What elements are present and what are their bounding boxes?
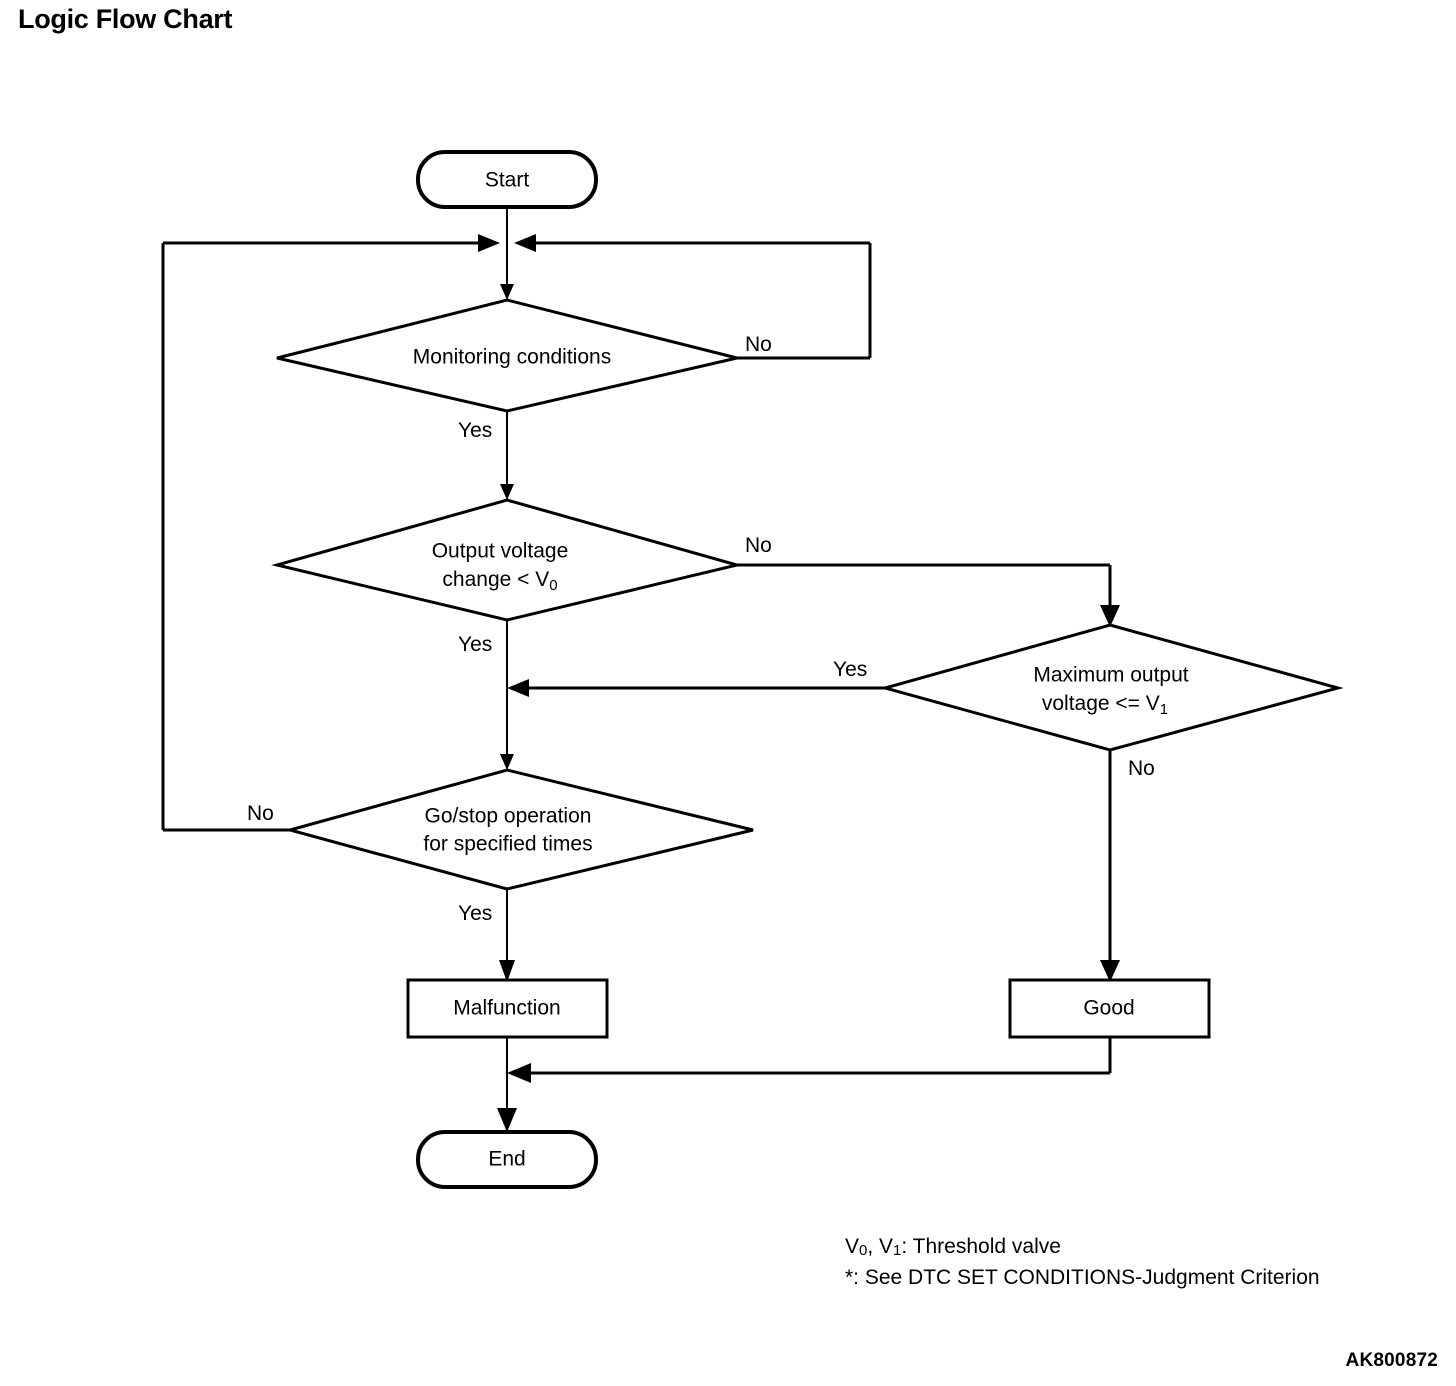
monitoring-label: Monitoring conditions <box>413 346 611 369</box>
branch-label-outvolt-yes: Yes <box>458 633 492 656</box>
branch-label-maxvolt-no: No <box>1128 757 1155 780</box>
malfunction-shape <box>406 978 609 1039</box>
footnotes: V0, V1: Threshold valve *: See DTC SET C… <box>845 1233 1320 1291</box>
branch-label-monitoring-yes: Yes <box>458 419 492 442</box>
monitoring-shape <box>276 298 738 413</box>
maxvolt-shape <box>879 623 1344 752</box>
footnote-v0-sub: 0 <box>859 1242 868 1259</box>
gostop-label-line1: Go/stop operation <box>425 805 592 828</box>
good-label: Good <box>1083 997 1134 1020</box>
end-shape <box>416 1130 598 1189</box>
arrowhead-into-monitoring <box>500 284 514 300</box>
footnote-v-prefix: V <box>845 1235 860 1258</box>
branch-label-layer: No Yes No Yes Yes No No Yes <box>247 333 1155 925</box>
maxvolt-label-line2: voltage <= V1 <box>1042 692 1168 718</box>
footnote-v-suffix: : Threshold valve <box>901 1235 1061 1258</box>
node-maximum-output-voltage[interactable]: Maximum output voltage <= V1 <box>879 623 1344 752</box>
footnote-dtc-reference: *: See DTC SET CONDITIONS-Judgment Crite… <box>845 1266 1320 1289</box>
node-go-stop-operation[interactable]: Go/stop operation for specified times <box>284 768 754 891</box>
arrowhead-right-loop-join <box>514 234 536 252</box>
good-shape <box>1008 978 1211 1039</box>
node-monitoring-conditions[interactable]: Monitoring conditions <box>276 298 738 413</box>
outvolt-label-line2: change < V0 <box>442 568 557 594</box>
arrowhead-into-maxvolt <box>1100 605 1120 627</box>
node-start[interactable]: Start <box>416 150 598 209</box>
branch-label-monitoring-no: No <box>745 333 772 356</box>
footnote-threshold-valve: V0, V1: Threshold valve <box>845 1233 1320 1264</box>
node-end[interactable]: End <box>416 1130 598 1189</box>
branch-label-gostop-no: No <box>247 802 274 825</box>
arrowhead-into-good <box>1100 960 1120 982</box>
start-shape <box>416 150 598 209</box>
arrowhead-maxvolt-yes-join <box>507 679 529 697</box>
malfunction-label: Malfunction <box>453 997 560 1020</box>
gostop-label-line2: for specified times <box>423 833 592 856</box>
arrowhead-left-loop-join <box>478 234 500 252</box>
outvolt-shape <box>271 498 743 622</box>
start-label: Start <box>485 169 530 192</box>
end-label: End <box>488 1148 525 1171</box>
arrowhead-into-gostop <box>500 754 514 770</box>
footnote-v1-sub: 1 <box>893 1242 902 1259</box>
outvolt-label-line1: Output voltage <box>432 540 569 563</box>
gostop-shape <box>284 768 754 891</box>
page-title: Logic Flow Chart <box>18 4 233 34</box>
node-good[interactable]: Good <box>1008 978 1211 1039</box>
node-output-voltage-change[interactable]: Output voltage change < V0 <box>271 498 743 622</box>
branch-label-maxvolt-yes: Yes <box>833 658 867 681</box>
node-malfunction[interactable]: Malfunction <box>406 978 609 1039</box>
reference-code: AK800872 <box>1345 1350 1438 1371</box>
arrowhead-into-outvolt <box>500 484 514 500</box>
arrowhead-good-join <box>507 1063 531 1083</box>
branch-label-gostop-yes: Yes <box>458 902 492 925</box>
arrowhead-into-end <box>497 1108 517 1132</box>
branch-label-outvolt-no: No <box>745 534 772 557</box>
connector-layer <box>161 207 1120 1132</box>
maxvolt-label-line1: Maximum output <box>1033 664 1188 687</box>
arrowhead-into-malfunction <box>499 960 515 982</box>
footnote-v-mid: , V <box>867 1235 894 1258</box>
